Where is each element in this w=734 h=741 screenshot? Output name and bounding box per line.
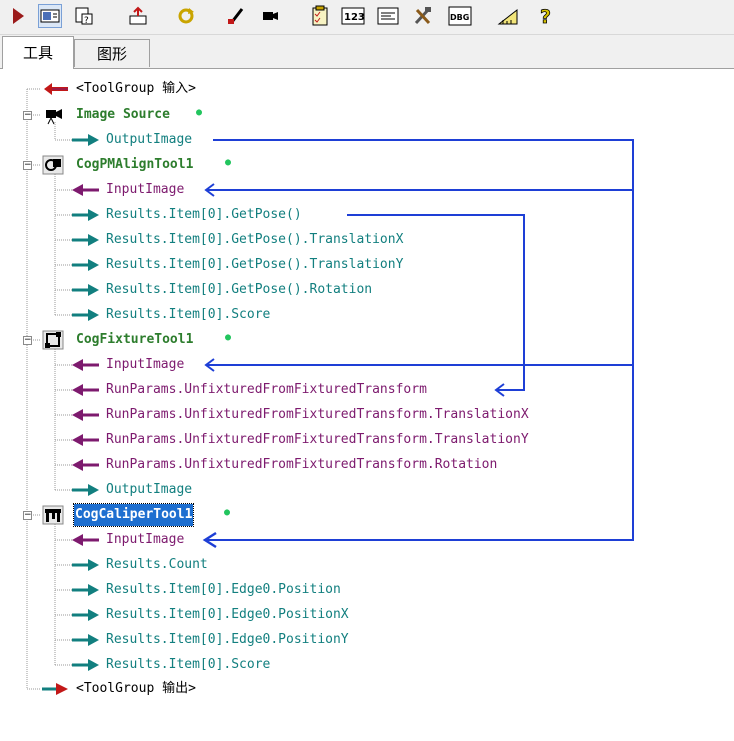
terminal-label: OutputImage xyxy=(106,132,193,147)
output-terminal-icon xyxy=(72,609,99,621)
debug-button[interactable]: DBG xyxy=(448,4,472,28)
checklist-icon xyxy=(312,5,328,26)
camera-button[interactable] xyxy=(258,4,282,28)
tab-tools[interactable]: 工具 xyxy=(2,36,74,69)
image-source-label: Image Source xyxy=(76,107,170,122)
terminal-label: Results.Item[0].Score xyxy=(106,307,271,322)
input-terminal-icon xyxy=(72,184,99,196)
terminal-label: RunParams.UnfixturedFromFixturedTransfor… xyxy=(106,382,427,397)
input-terminal-icon xyxy=(72,359,99,371)
output-terminal-icon xyxy=(72,309,99,321)
output-terminal-icon xyxy=(72,284,99,296)
text-list-button[interactable] xyxy=(376,4,400,28)
reset-button[interactable] xyxy=(126,4,150,28)
terminal-label: InputImage xyxy=(106,532,185,547)
tool-properties-icon: ? xyxy=(75,7,93,26)
help-label: ? xyxy=(540,6,551,27)
expander-pmalign[interactable]: − xyxy=(23,160,32,170)
input-terminal-icon xyxy=(72,434,99,446)
svg-text:?: ? xyxy=(84,16,89,26)
terminal-label: RunParams.UnfixturedFromFixturedTransfor… xyxy=(106,432,529,447)
tab-bar: 工具 图形 xyxy=(0,35,734,69)
status-dot: ● xyxy=(225,157,232,168)
input-terminal-icon xyxy=(72,409,99,421)
numeric-label: 123 xyxy=(344,12,365,23)
terminal-label: Results.Item[0].Score xyxy=(106,657,271,672)
tab-graphics[interactable]: 图形 xyxy=(74,39,150,67)
help-button[interactable]: ? xyxy=(534,4,558,28)
link-lines xyxy=(206,139,634,541)
show-display-button[interactable] xyxy=(38,4,62,28)
output-terminal-icon xyxy=(72,559,99,571)
brush-button[interactable] xyxy=(224,4,248,28)
expander-caliper[interactable]: − xyxy=(23,510,32,520)
output-terminal-icon xyxy=(72,259,99,271)
measure-icon xyxy=(497,8,518,25)
run-icon xyxy=(13,8,24,24)
expander-fixture[interactable]: − xyxy=(23,335,32,345)
terminal-label: Results.Item[0].GetPose().TranslationX xyxy=(106,232,404,247)
tool-tree: − − − − <ToolGroup 输入> Image Source ● Ou… xyxy=(0,69,734,741)
output-terminal-icon xyxy=(72,634,99,646)
camera-tool-icon xyxy=(46,109,62,125)
fixture-tool-icon xyxy=(42,330,64,350)
toolbar: ? 123 DBG ? xyxy=(0,0,734,35)
numeric-button[interactable]: 123 xyxy=(341,4,365,28)
status-dot: ● xyxy=(196,107,203,118)
toolgroup-input-arrow-icon xyxy=(44,83,68,95)
debug-label: DBG xyxy=(450,13,469,22)
brush-icon xyxy=(228,8,244,24)
fixture-tool-label: CogFixtureTool1 xyxy=(76,332,194,347)
terminal-label: RunParams.UnfixturedFromFixturedTransfor… xyxy=(106,407,529,422)
show-tool-display-icon xyxy=(40,9,60,23)
tools-icon xyxy=(414,7,431,25)
output-terminal-icon xyxy=(72,584,99,596)
status-dot: ● xyxy=(225,332,232,343)
terminal-label: OutputImage xyxy=(106,482,193,497)
tool-properties-button[interactable]: ? xyxy=(72,4,96,28)
text-list-icon xyxy=(377,7,399,25)
help-icon: ? xyxy=(540,6,552,27)
caliper-tool-icon xyxy=(42,505,64,525)
output-terminal-icon xyxy=(72,209,99,221)
tree-connector-lines xyxy=(26,88,634,690)
pmalign-tool-icon xyxy=(42,155,64,175)
terminal-label: InputImage xyxy=(106,182,185,197)
reset-icon xyxy=(129,6,147,25)
input-terminal-icon xyxy=(72,459,99,471)
terminal-label: Results.Item[0].Edge0.PositionY xyxy=(106,632,349,647)
checklist-button[interactable] xyxy=(308,4,332,28)
pmalign-tool-label: CogPMAlignTool1 xyxy=(76,157,194,172)
output-terminal-icon xyxy=(72,659,99,671)
tools-button[interactable] xyxy=(411,4,435,28)
measure-button[interactable] xyxy=(496,4,520,28)
output-terminal-icon xyxy=(72,484,99,496)
toolgroup-output-label: <ToolGroup 输出> xyxy=(76,681,196,696)
camera-icon xyxy=(263,12,278,20)
terminal-label: RunParams.UnfixturedFromFixturedTransfor… xyxy=(106,457,498,472)
toolgroup-input-label: <ToolGroup 输入> xyxy=(76,81,196,96)
refresh-button[interactable] xyxy=(174,4,198,28)
expander-image-source[interactable]: − xyxy=(23,110,32,120)
refresh-icon xyxy=(178,8,194,24)
terminal-label: Results.Count xyxy=(106,557,208,572)
terminal-label: InputImage xyxy=(106,357,185,372)
run-button[interactable] xyxy=(6,4,30,28)
terminal-label: Results.Item[0].GetPose().Rotation xyxy=(106,282,373,297)
input-terminal-icon xyxy=(72,534,99,546)
numeric-123-icon: 123 xyxy=(341,7,365,25)
status-dot: ● xyxy=(224,507,231,518)
terminal-label: Results.Item[0].GetPose() xyxy=(106,207,302,222)
terminal-label: Results.Item[0].Edge0.PositionX xyxy=(106,607,349,622)
toolgroup-output-arrow-icon xyxy=(42,683,68,695)
caliper-tool-label: CogCaliperTool1 xyxy=(72,503,195,527)
terminal-label: Results.Item[0].Edge0.Position xyxy=(106,582,341,597)
input-terminal-icon xyxy=(72,384,99,396)
output-terminal-icon xyxy=(72,134,99,146)
debug-icon: DBG xyxy=(448,6,472,26)
output-terminal-icon xyxy=(72,234,99,246)
terminal-label: Results.Item[0].GetPose().TranslationY xyxy=(106,257,404,272)
